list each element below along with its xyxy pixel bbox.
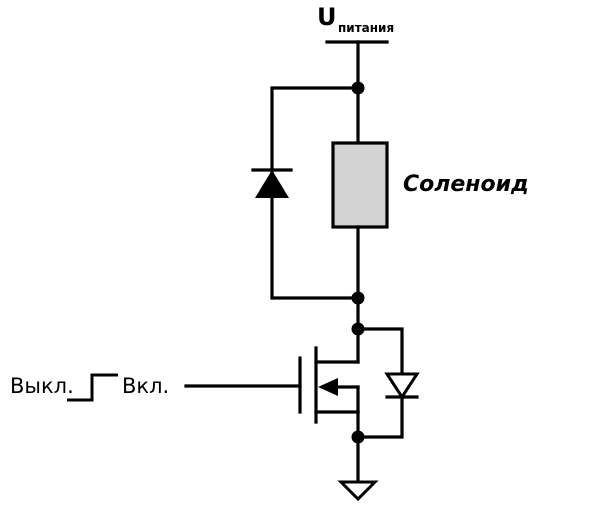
- junction-middle: [351, 291, 365, 305]
- mosfet-icon: [298, 346, 360, 424]
- supply-subscript: питания: [338, 21, 394, 35]
- step-signal-icon: [67, 373, 118, 402]
- flyback-diode-icon: [251, 168, 293, 198]
- supply-symbol: U: [317, 3, 337, 31]
- solenoid-body: [331, 141, 389, 229]
- supply-label: U питания: [317, 3, 394, 35]
- input-off-label: Выкл.: [10, 374, 74, 398]
- solenoid-label: Соленоид: [403, 172, 529, 197]
- ground-icon: [337, 480, 379, 502]
- junction-top: [351, 81, 365, 95]
- body-diode-icon: [384, 372, 420, 400]
- input-on-label: Вкл.: [122, 374, 169, 398]
